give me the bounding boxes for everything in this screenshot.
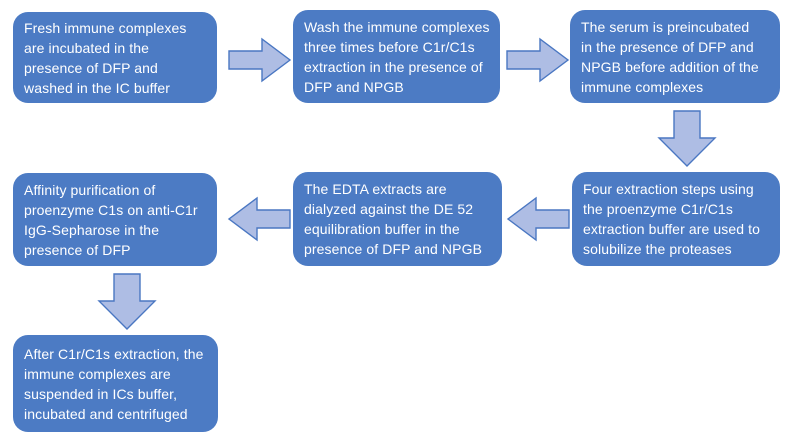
step-5-text: The EDTA extracts are dialyzed against t…: [304, 181, 483, 257]
step-3-text: The serum is preincubated in the presenc…: [581, 18, 759, 95]
step-7-text: After C1r/C1s extraction, the immune com…: [24, 345, 204, 422]
flowchart-step-5: The EDTA extracts are dialyzed against t…: [293, 172, 502, 266]
flowchart-step-2: Wash the immune complexes three times be…: [293, 10, 500, 103]
step-4-text: Four extraction steps using the proenzym…: [583, 181, 760, 257]
flowchart-step-6: Affinity purification of proenzyme C1s o…: [13, 173, 217, 266]
flowchart-step-3: The serum is preincubated in the presenc…: [570, 10, 780, 103]
flowchart-step-7: After C1r/C1s extraction, the immune com…: [13, 335, 218, 432]
arrow-step5-to-step6-left-icon: [227, 196, 291, 242]
step-1-text: Fresh immune complexes are incubated in …: [24, 19, 187, 96]
arrow-step6-to-step7-down-icon: [97, 273, 157, 330]
flowchart-step-4: Four extraction steps using the proenzym…: [572, 172, 780, 266]
arrow-step1-to-step2-right-icon: [228, 37, 292, 83]
step-2-text: Wash the immune complexes three times be…: [304, 18, 490, 95]
arrow-step4-to-step5-left-icon: [506, 196, 570, 242]
flowchart-step-1: Fresh immune complexes are incubated in …: [13, 12, 217, 103]
arrow-step2-to-step3-right-icon: [506, 37, 570, 83]
arrow-step3-to-step4-down-icon: [657, 110, 717, 167]
step-6-text: Affinity purification of proenzyme C1s o…: [24, 181, 198, 258]
